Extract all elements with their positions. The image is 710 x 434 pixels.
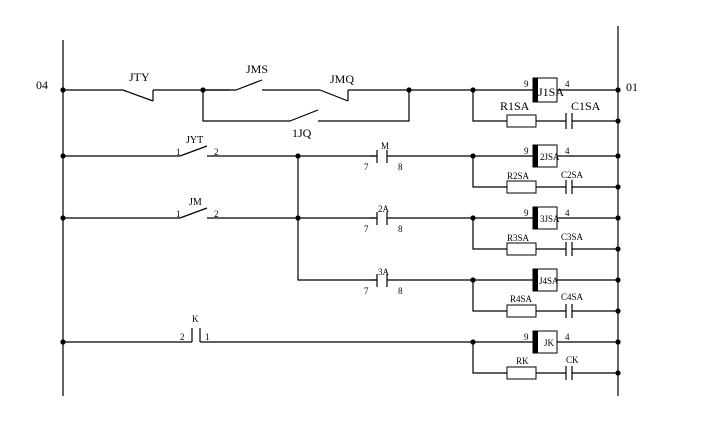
svg-text:8: 8 xyxy=(398,162,403,172)
row-5: K 2 1 JK 9 4 RK CK xyxy=(60,314,621,380)
contact-1jq-label: 1JQ xyxy=(292,126,312,140)
nc-contact-3a-label: 3A xyxy=(378,267,390,277)
relay-3jsa-label: 3JSA xyxy=(540,214,560,224)
svg-text:9: 9 xyxy=(524,146,529,156)
svg-text:9: 9 xyxy=(524,208,529,218)
svg-text:4: 4 xyxy=(565,208,570,218)
svg-text:8: 8 xyxy=(398,286,403,296)
capacitor-c3sa-label: C3SA xyxy=(561,232,584,242)
resistor-r2sa xyxy=(506,180,537,194)
resistor-rk-label: RK xyxy=(516,356,529,366)
resistor-r3sa-label: R3SA xyxy=(507,233,530,243)
relay-j4sa-label: J4SA xyxy=(539,276,559,286)
nc-contact-2a-label: 2A xyxy=(378,204,390,214)
row-4: 3A 7 8 J4SA R4SA C4SA xyxy=(297,156,621,318)
relay-jk-label: JK xyxy=(544,338,555,348)
contact-k-label: K xyxy=(192,314,199,324)
row-2: JYT 1 2 M 7 8 2JSA 9 4 R2SA C2SA xyxy=(60,135,621,194)
contact-jm-label: JM xyxy=(189,197,202,208)
resistor-r1sa-label: R1SA xyxy=(500,99,530,113)
svg-text:9: 9 xyxy=(524,332,529,342)
capacitor-ck-label: CK xyxy=(566,355,579,365)
relay-j1sa-label: J1SA xyxy=(538,85,564,99)
svg-text:4: 4 xyxy=(565,79,570,89)
resistor-rk xyxy=(506,366,537,380)
resistor-r4sa-label: R4SA xyxy=(510,294,533,304)
svg-text:2: 2 xyxy=(214,209,219,219)
svg-text:2: 2 xyxy=(180,332,185,342)
svg-text:1: 1 xyxy=(176,147,181,157)
contact-jmq-label: JMQ xyxy=(330,72,354,86)
svg-text:4: 4 xyxy=(565,332,570,342)
capacitor-c4sa-label: C4SA xyxy=(561,292,584,302)
svg-text:9: 9 xyxy=(524,79,529,89)
row-1: JTY JMS JMQ 1JQ J1SA 9 4 R1SA C1SA xyxy=(60,62,621,140)
capacitor-c1sa-label: C1SA xyxy=(571,99,601,113)
svg-text:1: 1 xyxy=(205,332,210,342)
row-3: JM 1 2 2A 7 8 3JSA 9 4 R3SA C3SA xyxy=(60,197,621,256)
left-rail-label: 04 xyxy=(36,78,48,92)
contact-jty-label: JTY xyxy=(129,70,150,84)
svg-text:2: 2 xyxy=(214,147,219,157)
resistor-r2sa-label: R2SA xyxy=(507,171,530,181)
nc-contact-m-label: M xyxy=(381,141,389,151)
contact-jyt-label: JYT xyxy=(186,135,203,146)
svg-text:7: 7 xyxy=(364,286,369,296)
resistor-r3sa xyxy=(506,242,537,256)
svg-text:8: 8 xyxy=(398,224,403,234)
right-rail-label: 01 xyxy=(626,80,638,94)
svg-text:7: 7 xyxy=(364,224,369,234)
capacitor-c2sa-label: C2SA xyxy=(561,170,584,180)
relay-2jsa-label: 2JSA xyxy=(540,152,560,162)
resistor-r4sa xyxy=(506,304,537,318)
svg-text:4: 4 xyxy=(565,146,570,156)
svg-text:1: 1 xyxy=(176,209,181,219)
svg-text:7: 7 xyxy=(364,162,369,172)
contact-jms-label: JMS xyxy=(246,62,268,76)
resistor-r1sa xyxy=(506,114,537,128)
